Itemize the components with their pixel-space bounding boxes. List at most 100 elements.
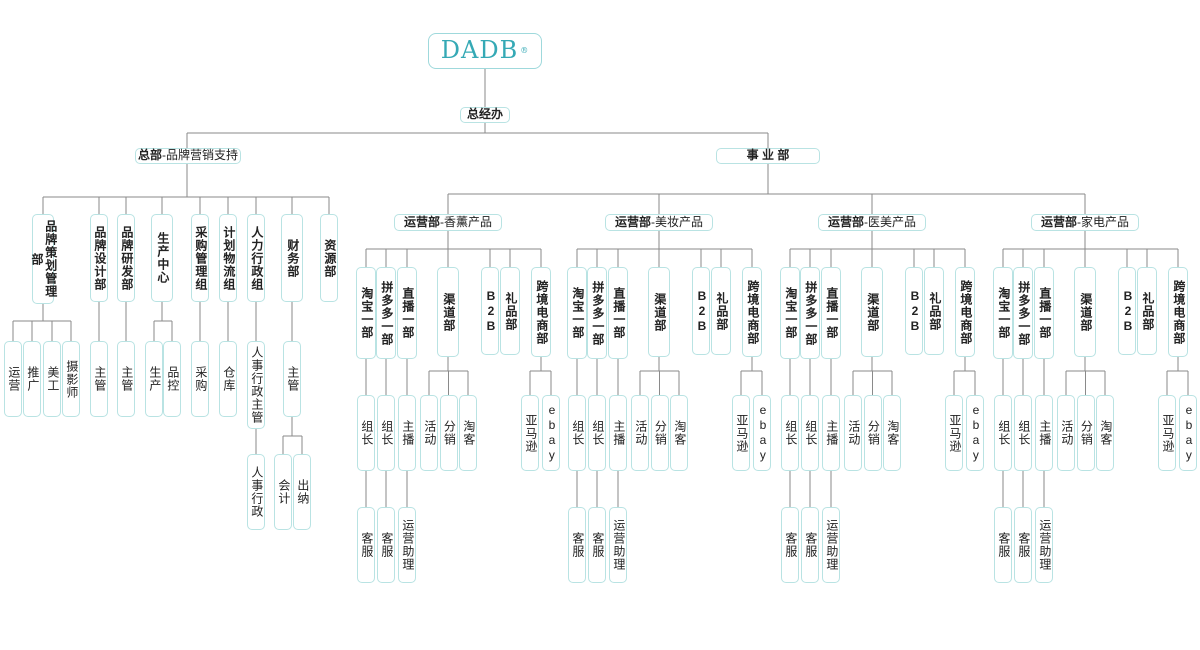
- hq-sub-3-1: 品控: [163, 341, 181, 417]
- biz-2-cross-amazon: 亚马逊: [945, 395, 963, 471]
- biz-2-role-leader: 组长: [801, 395, 819, 471]
- hq-dept-8: 资源部: [320, 214, 338, 302]
- hq-sub-0-2: 美工: [43, 341, 61, 417]
- biz-0-role2-cs: 客服: [357, 507, 375, 583]
- logo-box: DADB®: [428, 33, 542, 69]
- biz-1-role2-cs: 客服: [588, 507, 606, 583]
- biz-3-role2-cs: 客服: [1014, 507, 1032, 583]
- biz-1-role2-assistant: 运营助理: [609, 507, 627, 583]
- hq-dept-6: 人力行政组: [247, 214, 265, 302]
- title-rest: -家电产品: [1077, 214, 1129, 229]
- hq-sub-6-0: 人事行政主管: [247, 341, 265, 429]
- hq-sub-0-3: 摄影师: [62, 341, 80, 417]
- title-rest: -美妆产品: [651, 214, 703, 229]
- biz-group-1: 运营部-美妆产品: [605, 214, 713, 231]
- biz-1-dept-pdd: 拼多多一部: [587, 267, 607, 359]
- biz-2-dept-live: 直播一部: [821, 267, 841, 359]
- biz-3-dept-channel: 渠道部: [1074, 267, 1096, 357]
- biz-group-3: 运营部-家电产品: [1031, 214, 1139, 231]
- biz-0-cross-ebay: ebay: [542, 395, 560, 471]
- hq-sub-3-0: 生产: [145, 341, 163, 417]
- hq-dept-4: 采购管理组: [191, 214, 209, 302]
- biz-1-channel-taoke: 淘客: [670, 395, 688, 471]
- biz-group-2: 运营部-医美产品: [818, 214, 926, 231]
- biz-3-dept-live: 直播一部: [1034, 267, 1054, 359]
- title-bold: 运营部: [614, 214, 651, 229]
- hq-sub2-7-0: 会计: [274, 454, 292, 530]
- title-rest: -品牌营销支持: [162, 148, 238, 163]
- biz-1-dept-channel: 渠道部: [648, 267, 670, 357]
- hq-dept-1: 品牌设计部: [90, 214, 108, 302]
- hq-sub-5-0: 仓库: [219, 341, 237, 417]
- biz-0-channel-activity: 活动: [420, 395, 438, 471]
- biz-3-role-host: 主播: [1035, 395, 1053, 471]
- hq-dept-5: 计划物流组: [219, 214, 237, 302]
- biz-0-dept-live: 直播一部: [397, 267, 417, 359]
- hq-dept-0: 品牌策划管理部: [30, 214, 58, 304]
- biz-0-dept-channel: 渠道部: [437, 267, 459, 357]
- biz-0-role2-cs: 客服: [377, 507, 395, 583]
- biz-1-dept-taobao: 淘宝一部: [567, 267, 587, 359]
- biz-node: 事 业 部: [716, 148, 820, 164]
- biz-2-dept-taobao: 淘宝一部: [780, 267, 800, 359]
- hq-dept-7: 财务部: [281, 214, 303, 302]
- title-bold: 总部: [137, 148, 162, 163]
- biz-2-dept-cross: 跨境电商部: [955, 267, 975, 357]
- hq-sub-2-0: 主管: [117, 341, 135, 417]
- biz-2-channel-activity: 活动: [844, 395, 862, 471]
- biz-1-role-host: 主播: [609, 395, 627, 471]
- hq-sub-7-0: 主管: [283, 341, 301, 417]
- biz-3-dept-pdd: 拼多多一部: [1013, 267, 1033, 359]
- biz-1-role-leader: 组长: [588, 395, 606, 471]
- biz-1-dept-live: 直播一部: [608, 267, 628, 359]
- biz-3-cross-ebay: ebay: [1179, 395, 1197, 471]
- biz-1-dept-cross: 跨境电商部: [742, 267, 762, 357]
- title-rest: -医美产品: [864, 214, 916, 229]
- biz-0-role-leader: 组长: [377, 395, 395, 471]
- biz-3-channel-distribution: 分销: [1076, 395, 1095, 471]
- hq-sub-1-0: 主管: [90, 341, 108, 417]
- title-bold: 运营部: [827, 214, 864, 229]
- hq-node: 总部-品牌营销支持: [135, 148, 241, 164]
- registered-mark: ®: [520, 46, 530, 56]
- biz-3-role-leader: 组长: [1014, 395, 1032, 471]
- biz-2-dept-b2b: B2B: [905, 267, 923, 355]
- hq-sub-0-0: 运营: [4, 341, 22, 417]
- biz-3-channel-activity: 活动: [1057, 395, 1075, 471]
- biz-3-role-leader: 组长: [994, 395, 1012, 471]
- biz-2-role2-assistant: 运营助理: [822, 507, 840, 583]
- title-rest: -香薰产品: [440, 214, 492, 229]
- biz-2-role2-cs: 客服: [801, 507, 819, 583]
- biz-0-dept-gift: 礼品部: [500, 267, 520, 355]
- biz-0-dept-pdd: 拼多多一部: [376, 267, 396, 359]
- title-bold: 运营部: [403, 214, 440, 229]
- biz-2-dept-pdd: 拼多多一部: [800, 267, 820, 359]
- biz-1-channel-distribution: 分销: [650, 395, 669, 471]
- biz-3-cross-amazon: 亚马逊: [1158, 395, 1176, 471]
- biz-0-role-leader: 组长: [357, 395, 375, 471]
- hq-sub2-6-0: 人事行政: [247, 454, 265, 530]
- hq-dept-3: 生产中心: [151, 214, 173, 302]
- biz-1-dept-gift: 礼品部: [711, 267, 731, 355]
- biz-2-role2-cs: 客服: [781, 507, 799, 583]
- biz-2-dept-gift: 礼品部: [924, 267, 944, 355]
- biz-3-dept-taobao: 淘宝一部: [993, 267, 1013, 359]
- biz-group-0: 运营部-香薰产品: [394, 214, 502, 231]
- hq-sub2-7-1: 出纳: [293, 454, 311, 530]
- biz-1-role2-cs: 客服: [568, 507, 586, 583]
- biz-0-dept-b2b: B2B: [481, 267, 499, 355]
- biz-2-role-leader: 组长: [781, 395, 799, 471]
- top-node-general-office: 总经办: [460, 107, 510, 123]
- biz-0-role2-assistant: 运营助理: [398, 507, 416, 583]
- biz-1-cross-ebay: ebay: [753, 395, 771, 471]
- hq-sub-4-0: 采购: [191, 341, 209, 417]
- biz-3-dept-b2b: B2B: [1118, 267, 1136, 355]
- biz-3-dept-gift: 礼品部: [1137, 267, 1157, 355]
- biz-2-dept-channel: 渠道部: [861, 267, 883, 357]
- biz-3-channel-taoke: 淘客: [1096, 395, 1114, 471]
- biz-3-role2-cs: 客服: [994, 507, 1012, 583]
- biz-2-cross-ebay: ebay: [966, 395, 984, 471]
- biz-2-channel-distribution: 分销: [863, 395, 882, 471]
